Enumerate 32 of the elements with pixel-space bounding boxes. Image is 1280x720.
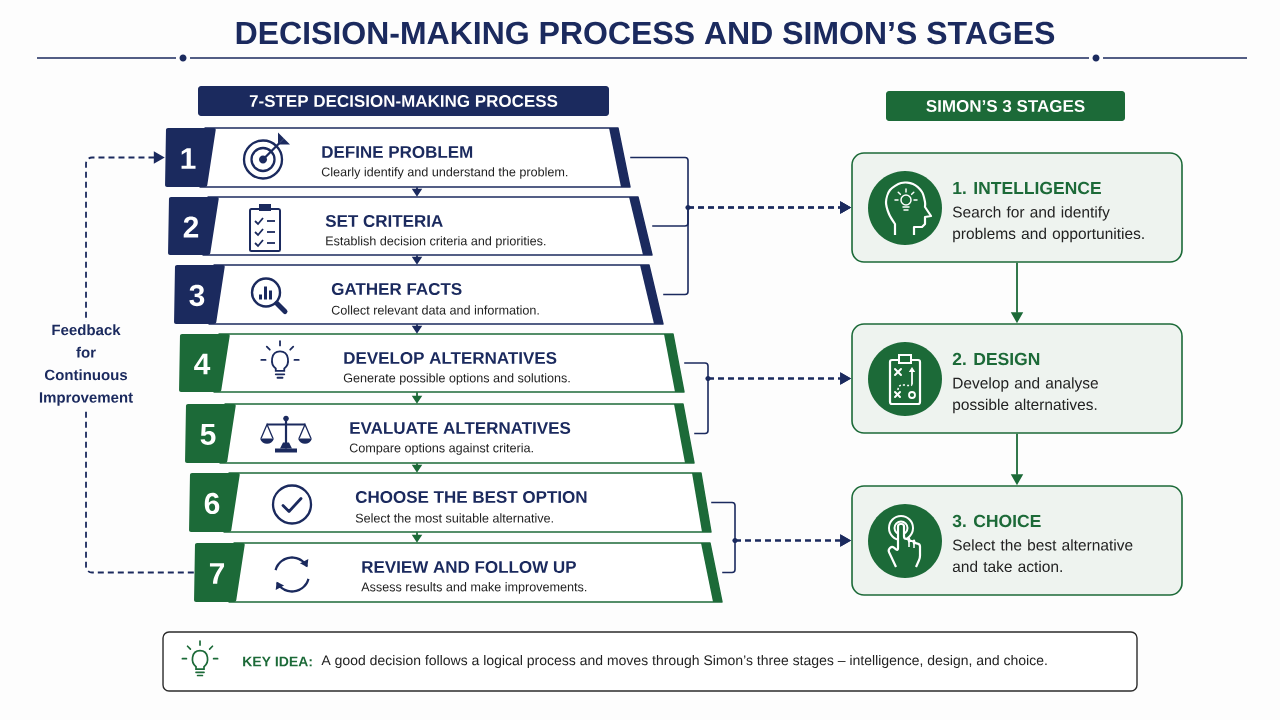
number-tab: 6 — [189, 473, 240, 532]
step-description: Compare options against criteria. — [349, 443, 533, 455]
step-title: DEFINE PROBLEM — [322, 146, 473, 158]
step-title: SET CRITERIA — [325, 215, 443, 227]
number-tab: 1 — [165, 128, 216, 187]
number-tab: 4 — [179, 334, 230, 392]
step-description: Select the most suitable alternative. — [355, 513, 553, 523]
step-description: Clearly identify and understand the problem. — [321, 167, 568, 179]
stage-title: 2. DESIGN — [952, 352, 1040, 366]
number-tab: 3 — [174, 265, 225, 324]
step-title: EVALUATE ALTERNATIVES — [350, 422, 571, 434]
stage-title: 1. INTELLIGENCE — [953, 181, 1101, 195]
step-description: Assess results and make improvements. — [361, 582, 587, 594]
step-description: Generate possible options and solutions. — [343, 373, 570, 385]
section-header: 7-STEP DECISION-MAKING PROCESS — [198, 86, 609, 116]
step-title: REVIEW AND FOLLOW UP — [362, 560, 576, 573]
stage-title: 3. CHOICE — [952, 514, 1041, 528]
stage-description: Select the best alternative and take action. — [952, 539, 1133, 573]
stage-description: Search for and identify problems and opportunities. — [952, 206, 1144, 243]
step-title: DEVELOP ALTERNATIVES — [344, 352, 557, 364]
step-title: CHOOSE THE BEST OPTION — [355, 491, 587, 503]
section-header: SIMON’S 3 STAGES — [886, 91, 1125, 121]
title: DECISION-MAKING PROCESS AND SIMON’S STAGES — [236, 21, 1055, 45]
step-description: Collect relevant data and information. — [331, 305, 539, 315]
number-tab: 2 — [168, 197, 219, 255]
key-idea-text: A good decision follows a logical process and moves through Simon’s three stages – intelligence, design, and choice. — [321, 654, 1047, 668]
step-description: Establish decision criteria and priorities. — [326, 236, 546, 248]
edge-label: Feedback for Continuous Improvement — [35, 321, 137, 409]
key-idea-label: KEY IDEA: — [243, 656, 312, 667]
number-tab: 5 — [185, 404, 236, 463]
stage-description: Develop and analyse possible alternatives. — [953, 377, 1098, 414]
step-title: GATHER FACTS — [331, 283, 462, 295]
